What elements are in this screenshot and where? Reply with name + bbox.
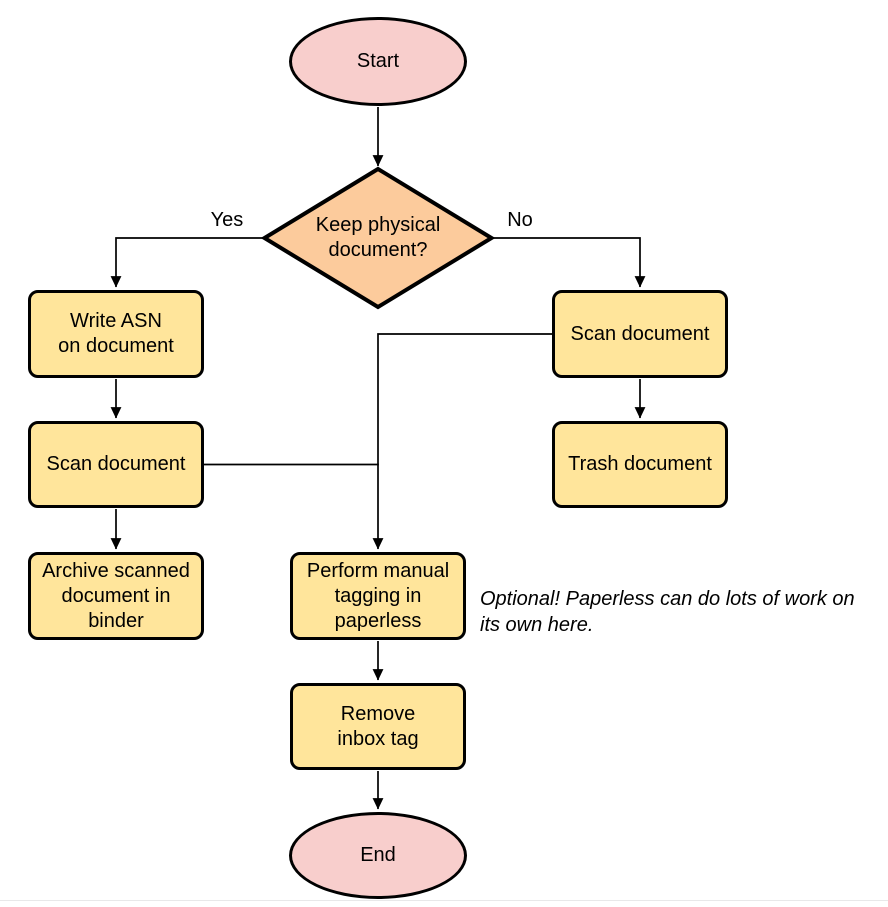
process-archive-binder-label: Archive scanned document in binder <box>42 559 190 632</box>
process-archive-binder: Archive scanned document in binder <box>28 552 204 640</box>
page-bottom-divider <box>0 900 888 901</box>
edge-scan-right-to-tagging <box>372 333 552 550</box>
edge-decision-yes-to-write-asn <box>110 237 264 288</box>
annotation-optional-note: Optional! Paperless can do lots of work … <box>480 588 855 636</box>
process-remove-inbox-tag-label: Remove inbox tag <box>337 702 419 750</box>
start-label: Start <box>356 50 400 72</box>
process-trash-document: Trash document <box>552 421 728 508</box>
end-label: End <box>360 844 396 866</box>
edge-label-no: No <box>507 209 533 231</box>
start-node: Start <box>289 17 467 106</box>
edge-label-yes: Yes <box>210 209 244 231</box>
edge-decision-no-to-scan-right <box>492 237 646 288</box>
process-scan-document-left-label: Scan document <box>46 453 186 475</box>
process-manual-tagging-label: Perform manual tagging in paperless <box>306 559 450 632</box>
end-node: End <box>289 812 467 899</box>
process-scan-document-right-label: Scan document <box>570 322 710 345</box>
process-write-asn: Write ASN on document <box>28 290 204 378</box>
process-manual-tagging: Perform manual tagging in paperless <box>290 552 466 640</box>
decision-diamond-shape <box>260 166 496 310</box>
decision-keep-physical-document-label: Keep physical document? <box>315 214 441 261</box>
process-scan-document-left: Scan document <box>28 421 204 508</box>
process-remove-inbox-tag: Remove inbox tag <box>290 683 466 770</box>
process-trash-document-label: Trash document <box>568 453 712 475</box>
process-scan-document-right: Scan document <box>552 290 728 378</box>
process-write-asn-label: Write ASN on document <box>58 310 174 357</box>
